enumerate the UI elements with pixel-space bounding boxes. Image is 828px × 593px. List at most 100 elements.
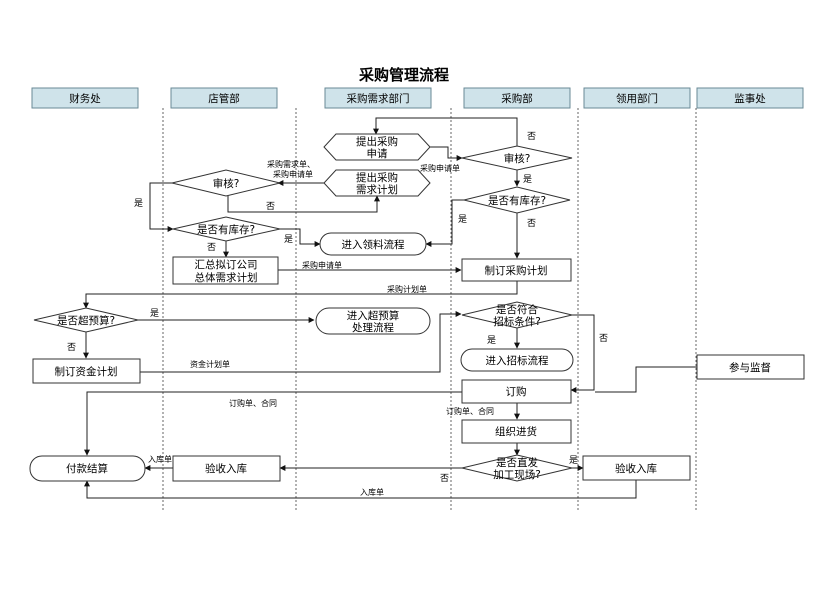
lane-separators [162, 108, 697, 512]
edge-store-stock-yes [280, 228, 321, 247]
node-review-purchase-text: 审核? [504, 152, 531, 165]
node-make-fund-plan [32, 358, 141, 384]
node-over-budget-process [315, 307, 431, 335]
label-fund-plan-doc: 资金计划单 [190, 359, 230, 369]
node-inspect-store [172, 455, 281, 482]
label-store-stock-no: 否 [207, 242, 216, 253]
node-submit-plan [323, 169, 431, 197]
node-summarize-plan [172, 256, 279, 285]
node-supervise-text: 参与监督 [729, 361, 771, 374]
node-payment [29, 455, 146, 482]
label-store-review-no: 否 [266, 201, 275, 212]
lane-header-purchasing [463, 87, 571, 109]
label-tender-yes: 是 [487, 335, 496, 346]
label-site-yes: 是 [569, 455, 578, 466]
label-review-yes: 是 [523, 174, 532, 185]
node-review-store [171, 169, 281, 197]
node-make-purchase-plan [461, 258, 572, 282]
lane-header-supervision [696, 87, 804, 109]
edge-order-to-payment [84, 391, 462, 456]
label-store-stock-yes: 是 [284, 234, 293, 245]
node-enter-picking-text: 进入领料流程 [342, 238, 405, 251]
node-submit-plan-line2: 需求计划 [356, 183, 398, 196]
edge-user-to-payment [84, 480, 637, 499]
edge-plan-to-budget [83, 281, 518, 309]
node-organize-goods-text: 组织进货 [495, 425, 537, 438]
lane-label-store: 店管部 [208, 92, 240, 105]
node-review-purchase [461, 145, 573, 171]
node-inspect-store-text: 验收入库 [205, 462, 247, 475]
node-review-store-text: 审核? [213, 177, 240, 190]
node-organize-goods [461, 419, 572, 444]
node-submit-plan-line1: 提出采购 [356, 171, 398, 184]
node-over-budget-text: 是否超预算? [57, 314, 115, 327]
lane-label-user-dept: 领用部门 [616, 92, 658, 105]
node-enter-picking [319, 232, 427, 256]
node-over-budget-process-line1: 进入超预算 [347, 309, 400, 322]
node-submit-request-line1: 提出采购 [356, 135, 398, 148]
node-order [461, 379, 572, 404]
node-over-budget-process-line2: 处理流程 [352, 321, 394, 334]
label-order-contract-1: 订购单、合同 [229, 398, 277, 408]
label-demand-docs-2: 采购申请单 [273, 169, 313, 179]
node-direct-site-line1: 是否直发 [496, 456, 538, 469]
label-plan-doc: 采购计划单 [387, 284, 427, 294]
node-has-stock-purchase-text: 是否有库存? [488, 194, 546, 207]
page-title: 采购管理流程 [358, 66, 449, 84]
node-make-fund-plan-text: 制订资金计划 [55, 365, 118, 378]
node-has-stock-store [172, 216, 281, 242]
edge-labels: 否 采购申请单 是 采购需求单、 采购申请单 是 否 是 否 是 否 采购申请单… [67, 131, 608, 497]
label-demand-docs-1: 采购需求单、 [267, 159, 315, 169]
label-site-no: 否 [440, 473, 449, 484]
lane-header-finance [31, 87, 139, 109]
label-review-no: 否 [527, 131, 536, 142]
edge-stock-yes-picking [425, 199, 478, 247]
node-direct-site [461, 454, 573, 482]
node-summarize-plan-line1: 汇总拟订公司 [195, 258, 258, 271]
node-has-stock-purchase [463, 186, 571, 214]
label-tender-no: 否 [599, 333, 608, 344]
label-summary-request-doc: 采购申请单 [302, 260, 342, 270]
node-make-purchase-plan-text: 制订采购计划 [485, 264, 548, 277]
node-inspect-user [582, 455, 691, 481]
lane-header-demand [324, 87, 432, 109]
lane-label-finance: 财务处 [69, 92, 101, 105]
node-over-budget [33, 307, 139, 333]
lane-label-purchasing: 采购部 [501, 92, 533, 105]
label-receipt-doc-2: 入库单 [360, 487, 384, 497]
edge-fund-to-tender [140, 311, 462, 373]
label-receipt-doc-1: 入库单 [148, 454, 172, 464]
lane-header-store [170, 87, 278, 109]
node-submit-request-line2: 申请 [367, 147, 388, 160]
node-supervise [696, 354, 805, 380]
node-tender-condition-line1: 是否符合 [496, 303, 538, 316]
label-order-contract-2: 订购单、合同 [446, 406, 494, 416]
node-enter-tender [460, 348, 574, 372]
label-request-doc: 采购申请单 [420, 163, 460, 173]
nodes: 提出采购 申请 审核? 提出采购 需求计划 审核? 是否有库存? 是否有库存? … [29, 133, 805, 482]
label-store-review-yes: 是 [134, 198, 143, 209]
node-has-stock-store-text: 是否有库存? [197, 223, 255, 236]
edge-request-to-review [418, 146, 463, 161]
node-payment-text: 付款结算 [66, 462, 108, 475]
edge-store-review-no [227, 195, 380, 213]
node-submit-request [323, 133, 431, 161]
node-tender-condition [461, 301, 573, 329]
lane-label-supervision: 监事处 [734, 92, 766, 105]
node-tender-condition-line2: 招标条件? [493, 315, 541, 328]
label-budget-yes: 是 [150, 308, 159, 319]
lane-header-user-dept [583, 87, 691, 109]
node-direct-site-line2: 加工现场? [493, 468, 541, 481]
node-summarize-plan-line2: 总体需求计划 [195, 271, 258, 284]
label-stock-yes: 是 [458, 214, 467, 225]
edge-tender-no [570, 314, 595, 393]
lane-headers: 财务处 店管部 采购需求部门 采购部 领用部门 监事处 [31, 87, 804, 109]
label-stock-no: 否 [527, 218, 536, 229]
node-order-text: 订购 [506, 385, 527, 398]
node-inspect-user-text: 验收入库 [615, 462, 657, 475]
edge-review-no-back [373, 117, 518, 146]
label-budget-no: 否 [67, 342, 76, 353]
lane-label-demand: 采购需求部门 [347, 92, 410, 105]
edge-supervise-order [595, 366, 697, 393]
